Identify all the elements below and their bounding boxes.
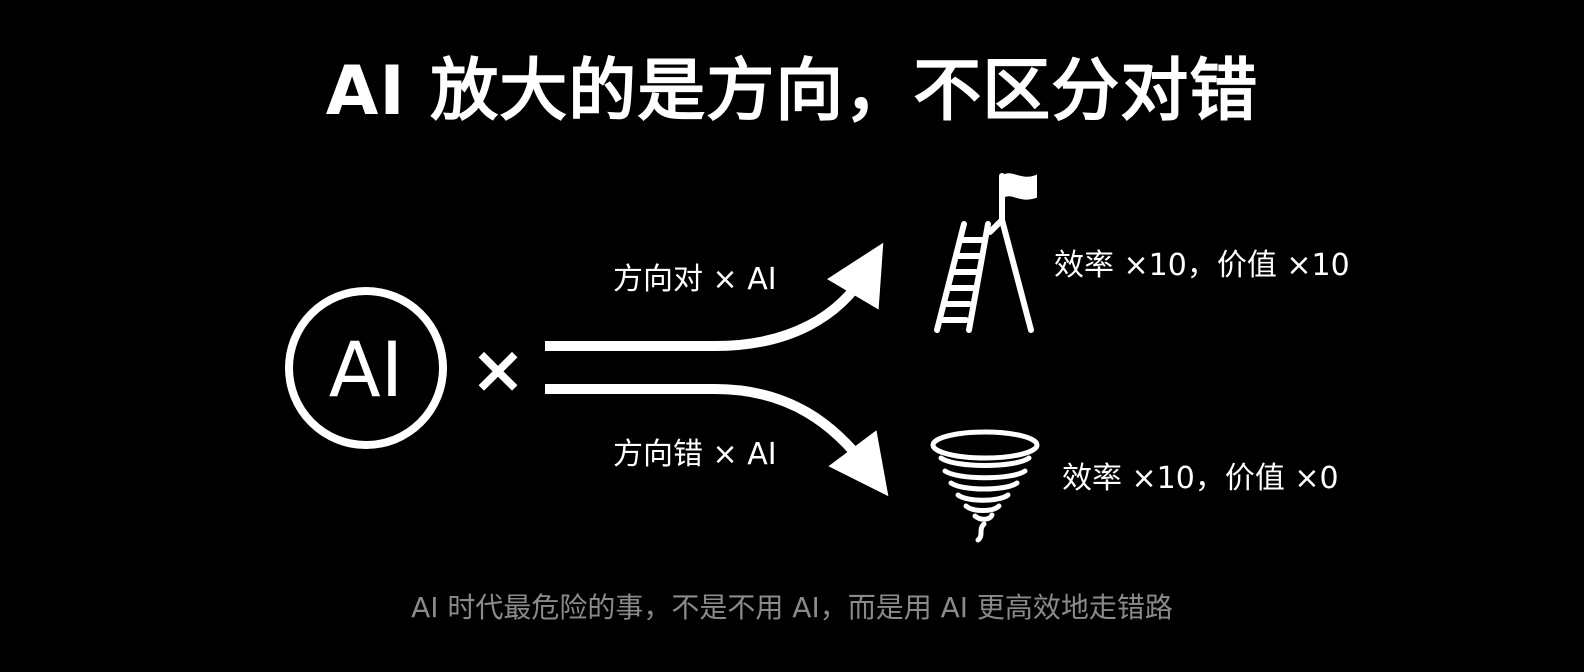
footer-caption: AI 时代最危险的事，不是不用 AI，而是用 AI 更高效地走错路 [411,591,1173,624]
tornado-icon [930,429,1040,543]
ai-circle-text: AI [329,325,403,414]
wrong-direction-label: 方向错 × AI [613,437,777,472]
wrong-direction-outcome: 效率 ×10，价值 ×0 [1062,461,1339,496]
page-title: AI 放大的是方向，不区分对错 [325,52,1259,131]
right-direction-arrow [545,242,884,351]
ai-circle: AI [285,287,447,449]
wrong-direction-arrow [545,384,889,497]
multiply-symbol: × [470,331,525,408]
right-direction-label: 方向对 × AI [613,262,777,297]
right-direction-outcome: 效率 ×10，价值 ×10 [1054,248,1350,283]
ladder-flag-icon [934,173,1037,333]
